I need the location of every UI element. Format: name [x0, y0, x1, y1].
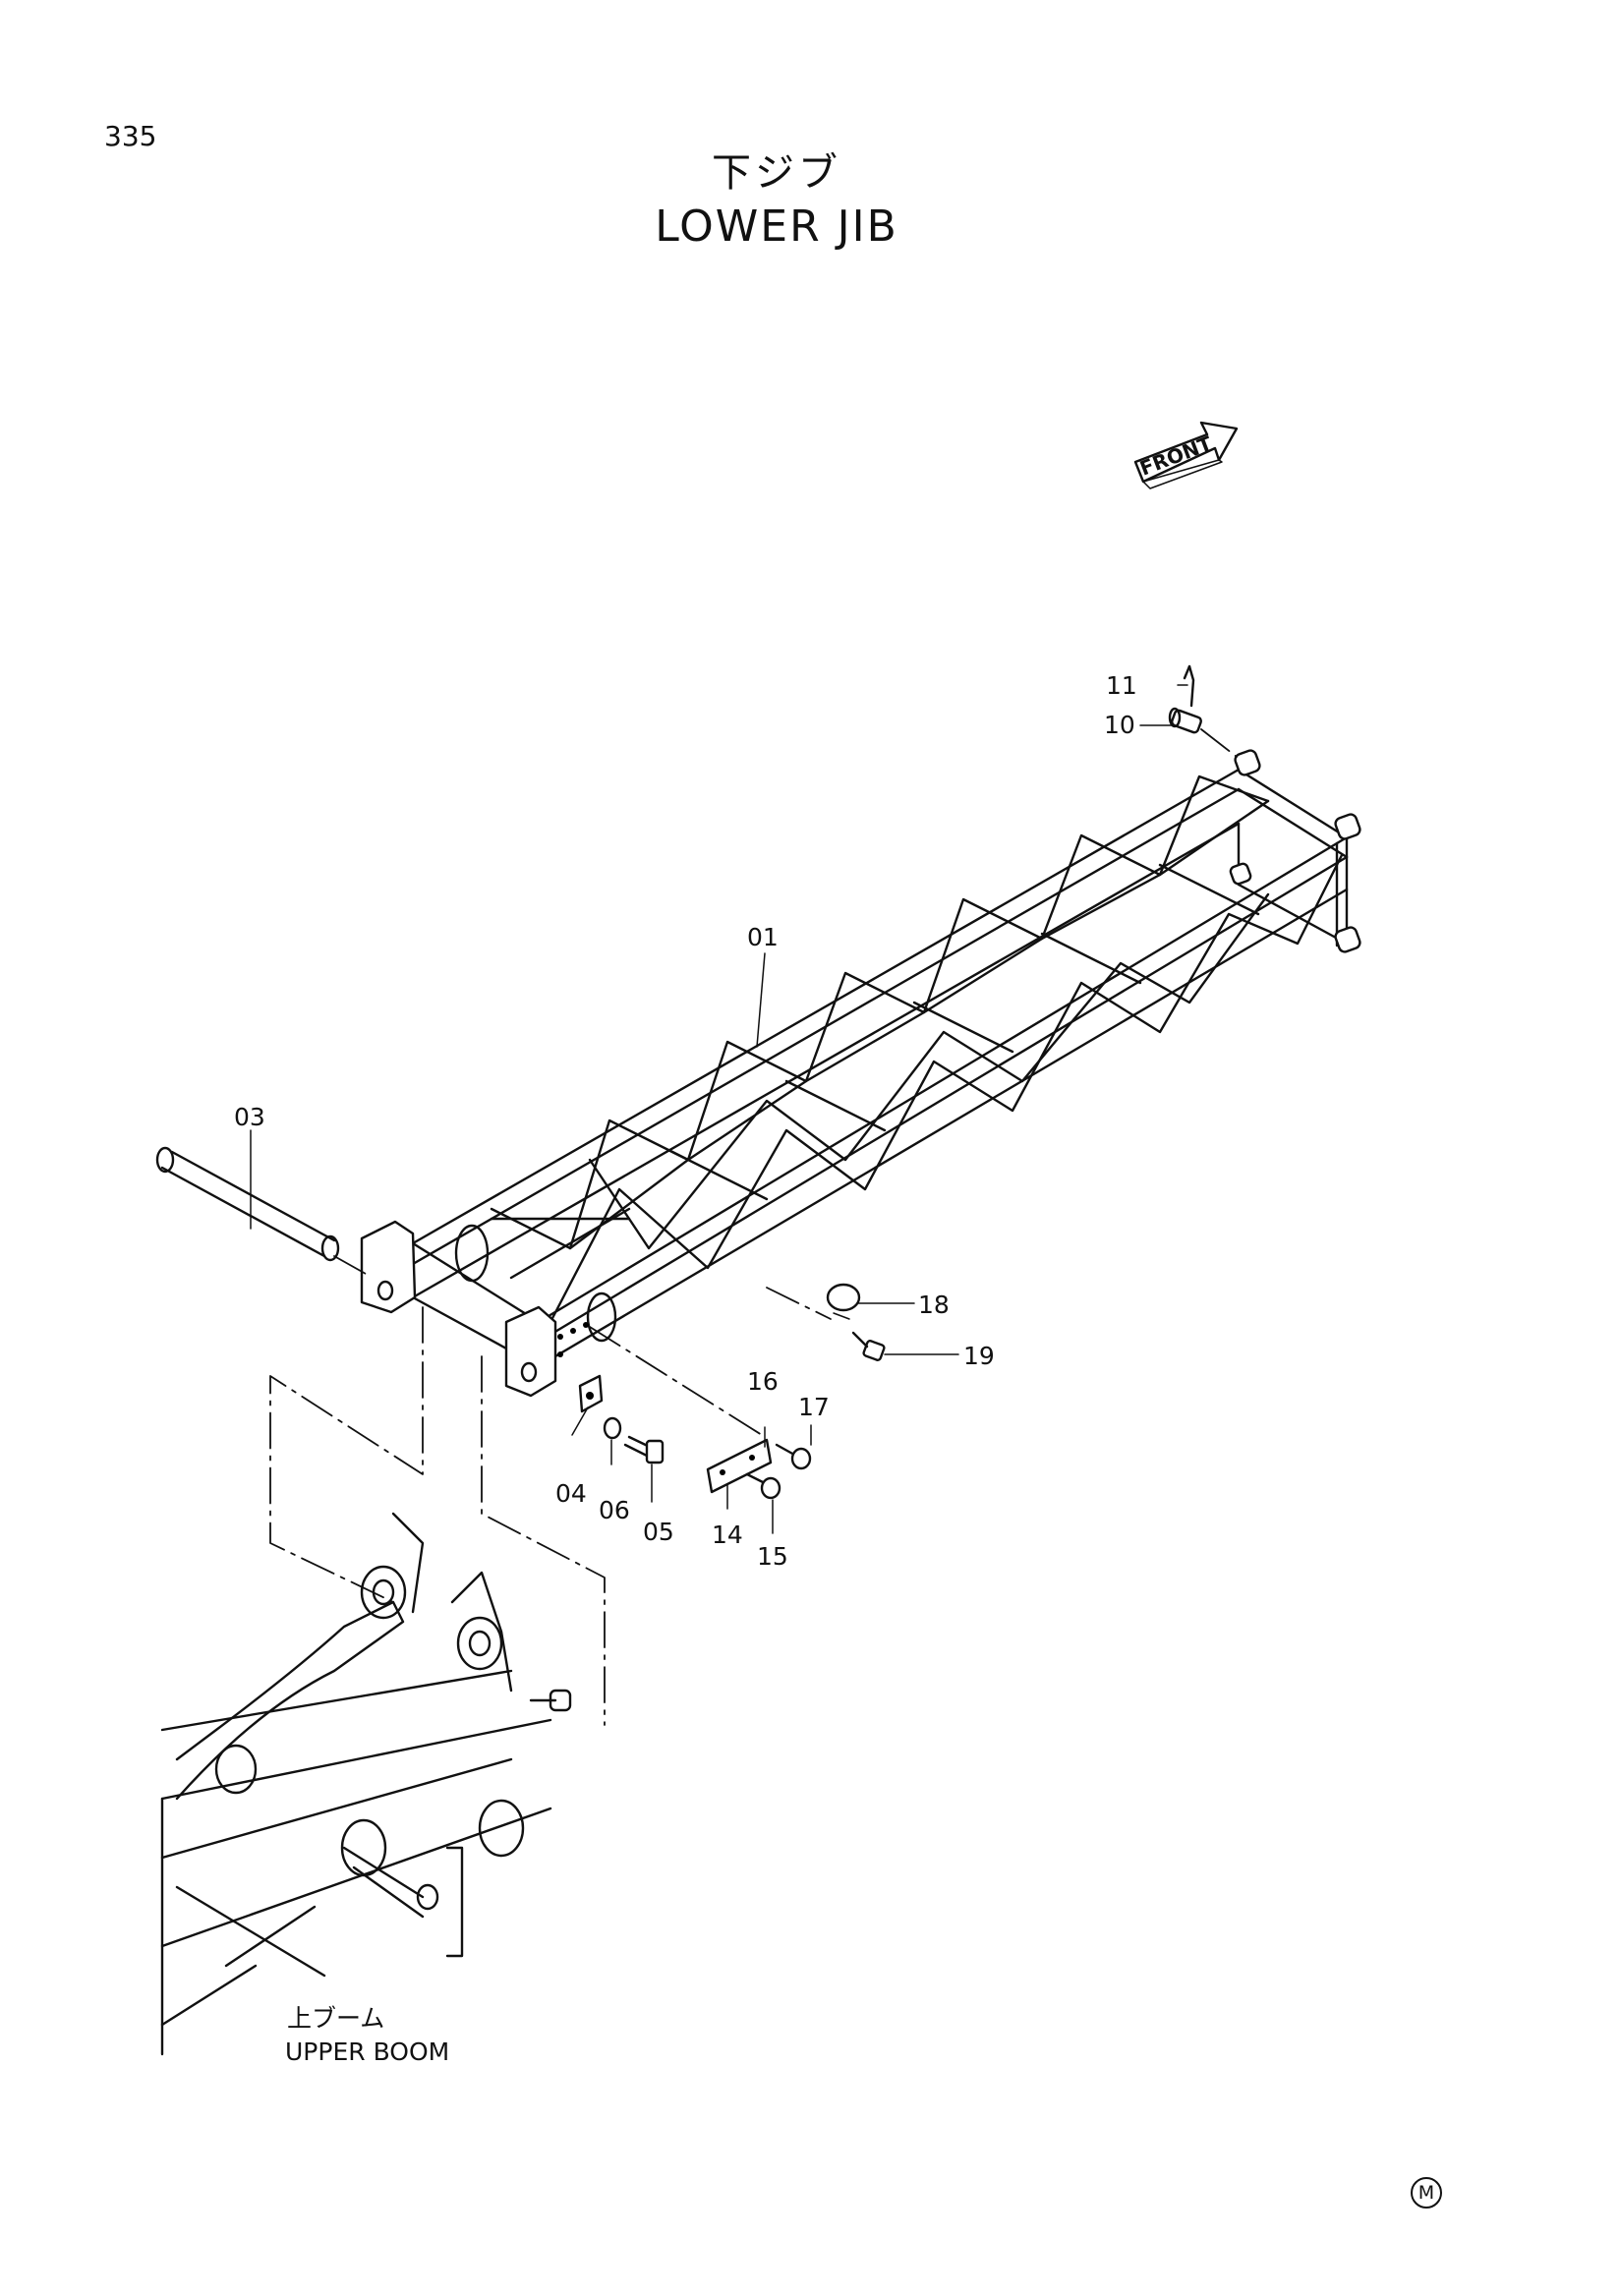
clip-11: [1183, 664, 1195, 708]
bolt-19: [766, 1287, 886, 1361]
callout-11: 11: [1106, 671, 1137, 700]
screw-17: [775, 1443, 812, 1470]
corner-mark: M: [1411, 2177, 1442, 2209]
callout-14: 14: [712, 1521, 743, 1549]
plate-04: [578, 1374, 604, 1413]
callout-05: 05: [643, 1518, 674, 1546]
page-number: 335: [104, 120, 157, 152]
title-japanese: 下ジブ: [712, 150, 841, 196]
title-english: LOWER JIB: [655, 201, 898, 252]
callout-18: 18: [918, 1291, 950, 1319]
callout-15: 15: [757, 1542, 788, 1571]
plate-14-16: [589, 1326, 773, 1494]
washer-06: [603, 1416, 622, 1440]
cap-18: [826, 1283, 861, 1320]
pin-10: [1168, 707, 1238, 758]
callout-03: 03: [234, 1103, 265, 1131]
upper-boom-label-en: UPPER BOOM: [285, 2038, 449, 2066]
front-arrow-icon: FRONT: [1133, 421, 1239, 489]
pin-03: [155, 1146, 367, 1275]
screw-15: [745, 1472, 781, 1500]
bolt-05: [623, 1435, 665, 1464]
lower-jib-lattice: [360, 749, 1361, 1398]
callout-17: 17: [798, 1393, 830, 1421]
callout-10: 10: [1104, 711, 1135, 739]
callout-16: 16: [747, 1367, 779, 1396]
upper-boom-label-jp: 上ブーム: [287, 2004, 384, 2033]
upper-boom: [160, 1512, 572, 2056]
callout-01: 01: [747, 923, 779, 951]
callout-06: 06: [599, 1496, 630, 1524]
callout-19: 19: [963, 1342, 995, 1370]
callout-04: 04: [555, 1479, 587, 1508]
